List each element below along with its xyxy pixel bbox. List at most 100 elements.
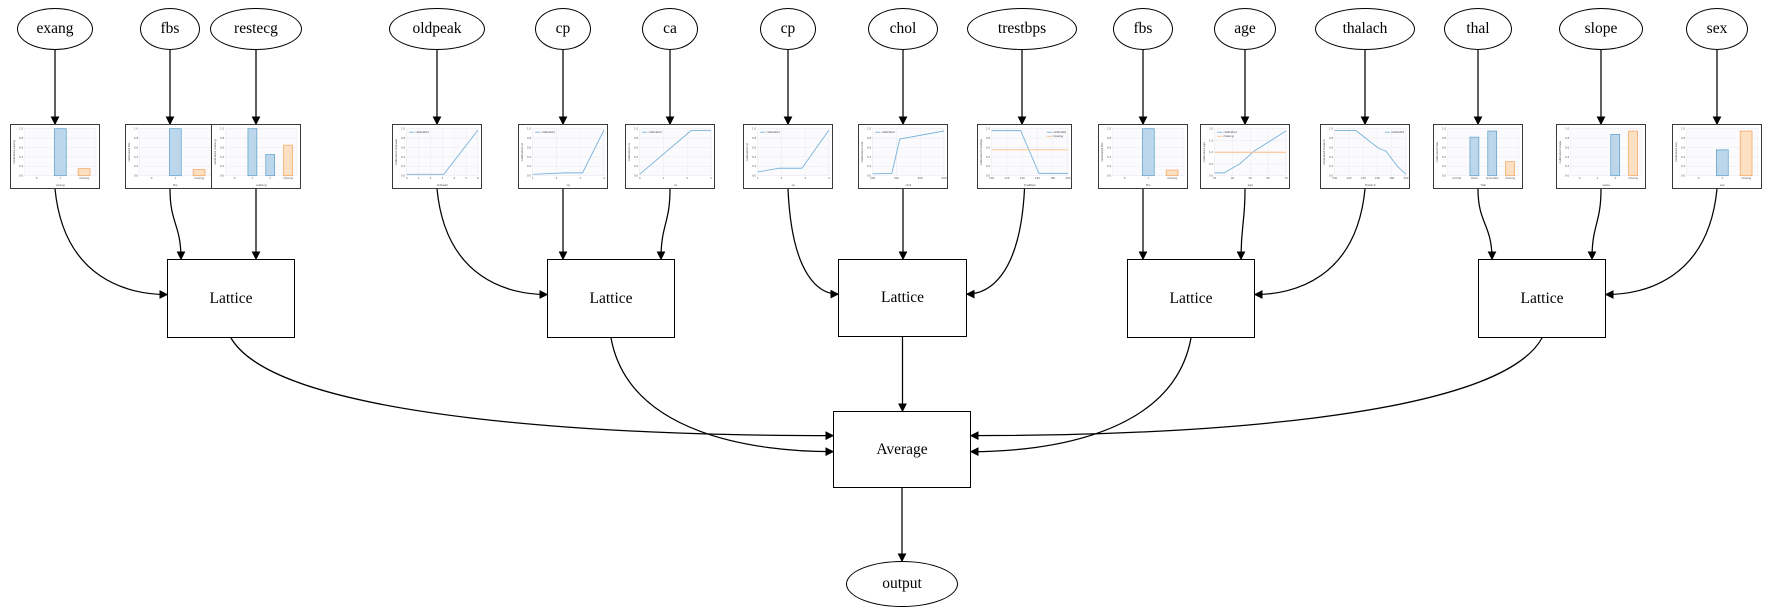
svg-text:1: 1 — [418, 176, 420, 180]
feature-slope: slope — [1559, 8, 1643, 50]
svg-text:0.6: 0.6 — [752, 145, 756, 149]
lattice-5-label: Lattice — [1520, 289, 1564, 307]
edge-lattice-5--average — [969, 337, 1543, 441]
svg-text:1: 1 — [252, 176, 254, 180]
svg-text:1.0: 1.0 — [1681, 127, 1685, 131]
feature-trestbps: trestbps — [967, 8, 1077, 50]
svg-text:200: 200 — [1403, 176, 1408, 180]
output: output — [846, 561, 958, 607]
svg-text:calibrated thal: calibrated thal — [1435, 142, 1439, 163]
svg-text:4: 4 — [453, 176, 455, 180]
svg-text:30: 30 — [1213, 176, 1217, 180]
feature-cp-2: cp — [760, 8, 816, 50]
feature-oldpeak: oldpeak — [389, 8, 485, 50]
svg-text:0.0: 0.0 — [1442, 174, 1446, 178]
svg-text:0.4: 0.4 — [986, 155, 990, 159]
svg-text:0.4: 0.4 — [1107, 155, 1111, 159]
svg-text:1.0: 1.0 — [401, 127, 405, 131]
feature-restecg: restecg — [210, 8, 302, 50]
svg-text:0.2: 0.2 — [1107, 164, 1111, 168]
svg-text:0: 0 — [406, 176, 408, 180]
svg-text:0.2: 0.2 — [527, 164, 531, 168]
feature-sex: sex — [1686, 8, 1748, 50]
lattice-3: Lattice — [838, 259, 967, 337]
svg-text:1: 1 — [757, 176, 759, 180]
feature-thal-label: thal — [1466, 20, 1490, 38]
svg-text:1.0: 1.0 — [1442, 127, 1446, 131]
svg-text:60: 60 — [1266, 176, 1270, 180]
edge-calibrator-ca--lattice-2 — [656, 188, 671, 261]
svg-text:200: 200 — [870, 176, 875, 180]
svg-text:0.2: 0.2 — [986, 164, 990, 168]
svg-text:1.0: 1.0 — [1329, 127, 1333, 131]
svg-text:thalach: thalach — [1365, 183, 1376, 187]
svg-text:0.0: 0.0 — [527, 174, 531, 178]
svg-text:0: 0 — [234, 176, 236, 180]
svg-text:70: 70 — [1284, 176, 1288, 180]
svg-text:1: 1 — [174, 176, 176, 180]
svg-text:0.8: 0.8 — [134, 136, 138, 140]
feature-thalach-label: thalach — [1342, 20, 1388, 38]
svg-text:0.8: 0.8 — [527, 136, 531, 140]
edge-calibrator-trestbps--lattice-3 — [965, 188, 1026, 299]
svg-text:calibrated chol: calibrated chol — [860, 142, 864, 163]
feature-oldpeak-label: oldpeak — [412, 20, 462, 38]
svg-text:0.8: 0.8 — [401, 136, 405, 140]
svg-text:0.4: 0.4 — [527, 155, 531, 159]
svg-text:calibrated oldpeak: calibrated oldpeak — [394, 139, 398, 166]
svg-text:0.4: 0.4 — [1329, 155, 1333, 159]
feature-cp-1-label: cp — [555, 20, 571, 38]
edge-lattice-2--average — [610, 337, 835, 457]
feature-fbs-2: fbs — [1113, 8, 1173, 50]
svg-text:3: 3 — [804, 176, 806, 180]
svg-text:0: 0 — [36, 176, 38, 180]
svg-text:restecg: restecg — [256, 183, 267, 187]
svg-text:calibrated restecg: calibrated restecg — [213, 139, 217, 165]
svg-text:fixed: fixed — [1471, 176, 1478, 180]
svg-text:140: 140 — [1020, 176, 1025, 180]
svg-text:500: 500 — [941, 176, 946, 180]
svg-text:4: 4 — [603, 176, 605, 180]
svg-text:1.0: 1.0 — [752, 127, 756, 131]
svg-text:missing: missing — [1053, 134, 1063, 138]
svg-text:2: 2 — [430, 176, 432, 180]
svg-text:0.2: 0.2 — [634, 164, 638, 168]
feature-cp-2-label: cp — [780, 20, 796, 38]
svg-text:0.2: 0.2 — [220, 164, 224, 168]
svg-text:0.8: 0.8 — [1329, 136, 1333, 140]
feature-chol: chol — [868, 8, 938, 50]
svg-text:0.2: 0.2 — [19, 164, 23, 168]
svg-text:0.8: 0.8 — [1107, 136, 1111, 140]
lattice-2: Lattice — [547, 259, 675, 338]
svg-text:3: 3 — [710, 176, 712, 180]
svg-text:0.0: 0.0 — [1329, 174, 1333, 178]
svg-text:0.2: 0.2 — [1442, 164, 1446, 168]
svg-text:0: 0 — [1124, 176, 1126, 180]
svg-text:0.2: 0.2 — [134, 164, 138, 168]
feature-thalach: thalach — [1315, 8, 1415, 50]
svg-text:calibrated: calibrated — [882, 130, 895, 134]
svg-text:1: 1 — [663, 176, 665, 180]
lattice-1: Lattice — [167, 259, 295, 338]
svg-text:0.0: 0.0 — [867, 174, 871, 178]
svg-text:2: 2 — [269, 176, 271, 180]
feature-sex-label: sex — [1706, 20, 1728, 38]
svg-text:0.4: 0.4 — [1565, 155, 1569, 159]
svg-text:0: 0 — [151, 176, 153, 180]
svg-text:180: 180 — [1389, 176, 1394, 180]
svg-text:0.0: 0.0 — [634, 174, 638, 178]
feature-ca-label: ca — [663, 20, 677, 38]
svg-text:1.0: 1.0 — [134, 127, 138, 131]
svg-text:1.5: 1.5 — [1209, 138, 1213, 142]
svg-text:0.0: 0.0 — [752, 174, 756, 178]
svg-text:200: 200 — [1065, 176, 1070, 180]
svg-text:0.8: 0.8 — [986, 136, 990, 140]
svg-text:0.4: 0.4 — [220, 155, 224, 159]
svg-text:0.4: 0.4 — [1681, 155, 1685, 159]
